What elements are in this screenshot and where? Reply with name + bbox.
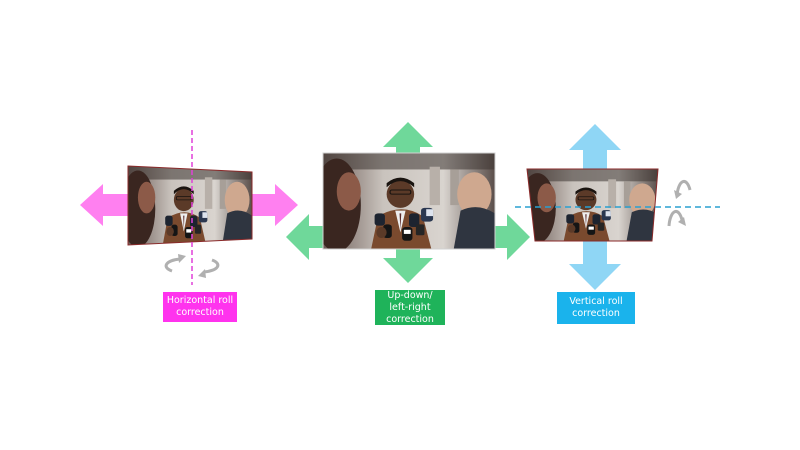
arrow-up	[383, 122, 433, 158]
vertical-roll-label: Vertical roll correction	[569, 296, 623, 319]
updown-leftright-panel	[286, 122, 530, 325]
trapezoid-frame	[127, 165, 253, 246]
updown-leftright-label: Up-down/ left-right correction	[386, 289, 434, 325]
horizontal-roll-label: Horizontal roll correction	[166, 295, 234, 318]
horizontal-label-box	[163, 292, 237, 322]
arrow-left	[80, 184, 135, 226]
arrow-down	[569, 236, 621, 290]
rotate-horizontal-icon	[164, 254, 220, 278]
horizontal-roll-panel	[80, 130, 298, 322]
arrow-right	[240, 184, 298, 226]
image-frame	[322, 152, 496, 250]
arrow-up	[569, 124, 621, 172]
vertical-label-box	[557, 292, 635, 324]
trapezoid-frame	[526, 168, 659, 242]
arrow-down	[383, 245, 433, 283]
rotate-vertical-icon	[667, 180, 692, 227]
updown-label-box	[375, 290, 445, 325]
arrow-left	[286, 214, 326, 260]
vertical-roll-panel	[515, 124, 720, 324]
arrow-right	[492, 214, 530, 260]
